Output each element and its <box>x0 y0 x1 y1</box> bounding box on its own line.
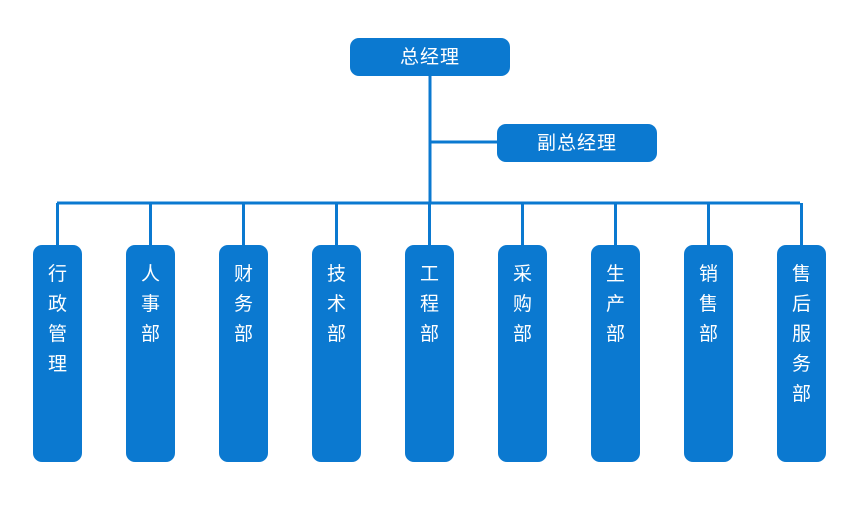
node-department-engineering[interactable]: 工程部 <box>405 245 454 462</box>
dept-label-char: 部 <box>140 323 160 345</box>
node-department-technology[interactable]: 技术部 <box>312 245 361 462</box>
node-department-sales-label: 销售部 <box>684 259 733 349</box>
dept-label-char: 管 <box>47 323 67 345</box>
dept-label-char: 务 <box>233 293 253 315</box>
dept-label-char: 部 <box>512 323 532 345</box>
node-department-sales[interactable]: 销售部 <box>684 245 733 462</box>
dept-label-char: 部 <box>698 323 718 345</box>
node-department-technology-label: 技术部 <box>312 259 361 349</box>
dept-label-char: 部 <box>233 323 253 345</box>
node-department-engineering-label: 工程部 <box>405 259 454 349</box>
node-general-manager-label: 总经理 <box>399 45 460 68</box>
dept-label-char: 售 <box>698 293 718 315</box>
node-department-purchasing[interactable]: 采购部 <box>498 245 547 462</box>
dept-label-char: 产 <box>605 293 625 315</box>
dept-label-char: 理 <box>47 353 67 375</box>
dept-label-char: 事 <box>140 293 160 315</box>
dept-label-char: 行 <box>47 263 67 285</box>
dept-label-char: 生 <box>605 263 625 285</box>
node-department-after-sales-service-label: 售后服务部 <box>777 259 826 409</box>
dept-label-char: 售 <box>791 263 811 285</box>
dept-label-char: 工 <box>419 263 439 285</box>
dept-label-char: 服 <box>791 323 811 345</box>
dept-label-char: 政 <box>47 293 67 315</box>
node-department-after-sales-service[interactable]: 售后服务部 <box>777 245 826 462</box>
node-department-finance-label: 财务部 <box>219 259 268 349</box>
node-department-production-label: 生产部 <box>591 259 640 349</box>
node-department-human-resources[interactable]: 人事部 <box>126 245 175 462</box>
dept-label-char: 程 <box>419 293 439 315</box>
dept-label-char: 人 <box>140 263 160 285</box>
node-department-production[interactable]: 生产部 <box>591 245 640 462</box>
node-department-finance[interactable]: 财务部 <box>219 245 268 462</box>
dept-label-char: 部 <box>326 323 346 345</box>
dept-label-char: 部 <box>419 323 439 345</box>
dept-label-char: 部 <box>605 323 625 345</box>
dept-label-char: 购 <box>512 293 532 315</box>
node-department-administration-label: 行政管理 <box>33 259 82 379</box>
node-department-administration[interactable]: 行政管理 <box>33 245 82 462</box>
dept-label-char: 术 <box>326 293 346 315</box>
node-department-human-resources-label: 人事部 <box>126 259 175 349</box>
dept-label-char: 务 <box>791 353 811 375</box>
dept-label-char: 财 <box>233 263 253 285</box>
dept-label-char: 采 <box>512 263 532 285</box>
dept-label-char: 销 <box>698 263 718 285</box>
node-deputy-general-manager-label: 副总经理 <box>536 131 617 154</box>
dept-label-char: 部 <box>791 383 811 405</box>
node-general-manager[interactable]: 总经理 <box>350 38 510 76</box>
node-department-purchasing-label: 采购部 <box>498 259 547 349</box>
dept-label-char: 后 <box>791 293 811 315</box>
dept-label-char: 技 <box>326 263 346 285</box>
node-deputy-general-manager[interactable]: 副总经理 <box>497 124 657 162</box>
